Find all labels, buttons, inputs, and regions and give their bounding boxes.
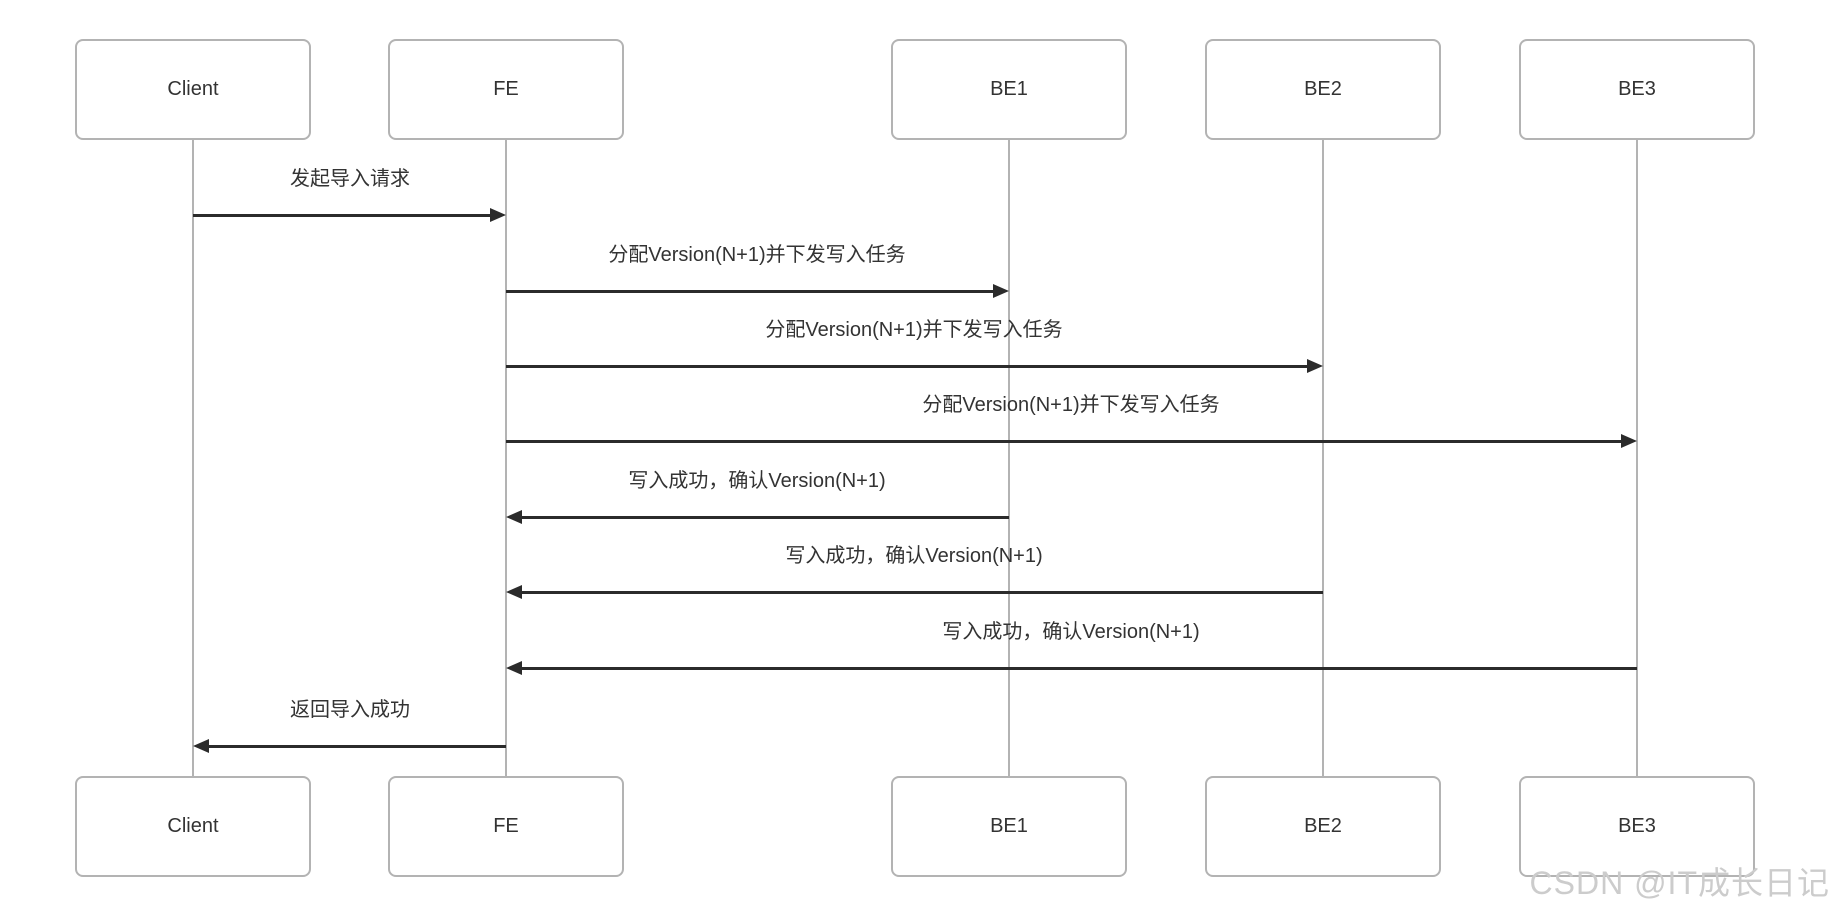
actor-box-be3-top: BE3 [1519,39,1755,140]
actor-box-be1-bottom: BE1 [891,776,1127,877]
actor-box-be2-bottom: BE2 [1205,776,1441,877]
message-arrow-initiate-import [193,214,493,217]
actor-box-be1-top: BE1 [891,39,1127,140]
message-arrow-write-success-be1 [518,516,1009,519]
message-label-return-import-success: 返回导入成功 [290,699,410,721]
lifeline-client [192,140,194,776]
actor-box-client-bottom: Client [75,776,311,877]
message-arrow-assign-version-be3 [506,440,1624,443]
message-arrow-write-success-be2 [518,591,1323,594]
message-arrow-return-import-success [205,745,506,748]
message-arrow-assign-version-be2 [506,365,1310,368]
message-arrow-assign-version-be1 [506,290,996,293]
actor-box-be3-bottom: BE3 [1519,776,1755,877]
arrowhead-left-icon [193,739,209,753]
lifeline-fe [505,140,507,776]
message-label-assign-version-be1: 分配Version(N+1)并下发写入任务 [608,244,906,266]
lifeline-be2 [1322,140,1324,776]
actor-box-fe-top: FE [388,39,624,140]
message-label-write-success-be2: 写入成功，确认Version(N+1) [785,545,1043,567]
actor-box-be2-top: BE2 [1205,39,1441,140]
message-label-assign-version-be3: 分配Version(N+1)并下发写入任务 [922,394,1220,416]
arrowhead-left-icon [506,585,522,599]
message-label-write-success-be1: 写入成功，确认Version(N+1) [628,470,886,492]
arrowhead-right-icon [993,284,1009,298]
arrowhead-left-icon [506,661,522,675]
message-label-write-success-be3: 写入成功，确认Version(N+1) [942,621,1200,643]
arrowhead-right-icon [1621,434,1637,448]
arrowhead-left-icon [506,510,522,524]
message-arrow-write-success-be3 [518,667,1637,670]
message-label-initiate-import: 发起导入请求 [290,168,410,190]
actor-box-fe-bottom: FE [388,776,624,877]
lifeline-be1 [1008,140,1010,776]
arrowhead-right-icon [490,208,506,222]
csdn-watermark: CSDN @IT成长日记 [1529,865,1830,901]
message-label-assign-version-be2: 分配Version(N+1)并下发写入任务 [765,319,1063,341]
actor-box-client-top: Client [75,39,311,140]
arrowhead-right-icon [1307,359,1323,373]
lifeline-be3 [1636,140,1638,776]
